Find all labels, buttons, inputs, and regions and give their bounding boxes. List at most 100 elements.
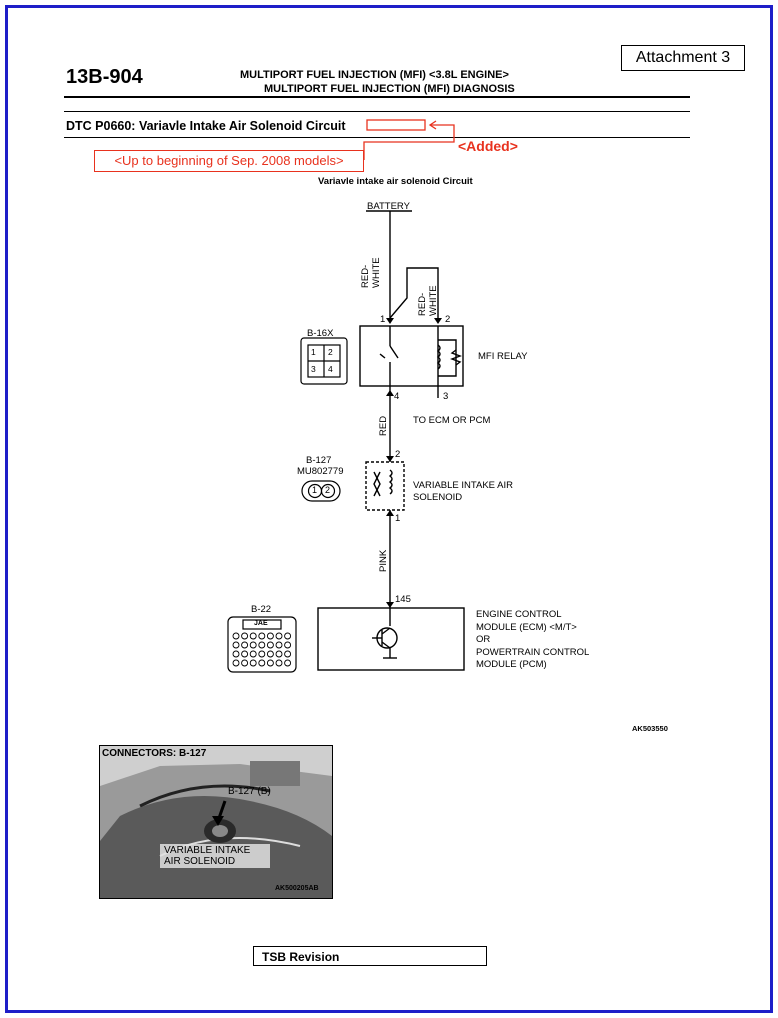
model-note: <Up to beginning of Sep. 2008 models>: [94, 150, 364, 172]
header-line-1: MULTIPORT FUEL INJECTION (MFI) <3.8L ENG…: [240, 69, 509, 81]
ecm-connector-pin: [258, 632, 266, 640]
solenoid-connector-graphic: [301, 480, 341, 502]
wire-relay-branch: [389, 267, 439, 319]
ecm-connector-graphic: [227, 616, 297, 673]
ecm-connector-pin: [275, 641, 283, 649]
relay-pin-2: 2: [445, 314, 451, 325]
connector-photo: CONNECTORS: B-127 B-127 (B) VARIABLE INT…: [99, 745, 333, 899]
ecm-pin-145: 145: [395, 594, 411, 605]
photo-part-label-2: AIR SOLENOID: [164, 856, 236, 867]
ecm-connector-pin: [275, 659, 283, 667]
ecm-box: [317, 607, 465, 671]
photo-figure-code: AK500205AB: [275, 885, 319, 892]
ecm-label-line-2: MODULE (ECM) <M/T>: [476, 621, 577, 633]
dtc-rule-top: [64, 111, 690, 112]
battery-label: BATTERY: [367, 201, 410, 212]
ecm-connector-pin: [249, 641, 257, 649]
photo-callout: B-127 (B): [228, 786, 271, 797]
relay-pin-1: 1: [380, 314, 386, 325]
photo-part-label-1: VARIABLE INTAKE: [164, 845, 251, 856]
connector-marks: [386, 318, 442, 608]
ecm-connector-pin: [266, 659, 274, 667]
ecm-connector-pin: [284, 650, 292, 658]
wire-label-red-3: RED: [378, 415, 389, 436]
wire-label-pink: PINK: [378, 549, 389, 572]
photo-part-label: VARIABLE INTAKE AIR SOLENOID: [164, 845, 250, 867]
wire-label-white-2: WHITE: [428, 285, 439, 316]
solenoid-connector-pin-1: 1: [312, 485, 318, 495]
ecm-label-line-1: ENGINE CONTROL: [476, 609, 562, 620]
ecm-connector-pin: [284, 632, 292, 640]
solenoid-connector-label: B-127: [306, 455, 332, 466]
relay-connector-label: B-16X: [307, 328, 334, 339]
ecm-connector-pins: [232, 632, 292, 667]
page-frame: [5, 5, 773, 1013]
relay-resistor: [450, 349, 462, 366]
solenoid-coil: [388, 469, 393, 495]
ecm-connector-pin: [266, 632, 274, 640]
dtc-rule-bottom: [64, 137, 690, 138]
relay-pin-4: 4: [394, 391, 400, 402]
tsb-revision-box: TSB Revision: [253, 946, 487, 966]
header-rule: [64, 96, 690, 98]
solenoid-part-number: MU802779: [297, 466, 344, 477]
ecm-connector-pin: [266, 650, 274, 658]
wire-label-red-2: RED-: [417, 292, 428, 316]
wire-label-white: WHITE: [371, 257, 382, 288]
callout-leader: [363, 124, 455, 160]
ecm-connector-pin: [275, 632, 283, 640]
dtc-title: DTC P0660: Variavle Intake Air Solenoid …: [66, 119, 346, 133]
added-label: <Added>: [458, 138, 518, 154]
ecm-connector-pin: [258, 641, 266, 649]
solenoid-connector-pin-2: 2: [325, 485, 331, 495]
photo-illustration: [100, 746, 332, 898]
ecm-connector-pin: [232, 659, 240, 667]
ecm-connector-pin: [232, 632, 240, 640]
ecm-connector-pin: [284, 641, 292, 649]
callout-arrowhead: [428, 120, 437, 130]
transistor-collector: [381, 627, 391, 635]
solenoid-diode: [373, 471, 381, 497]
transistor-emitter: [381, 641, 391, 649]
attachment-label: Attachment 3: [621, 45, 745, 71]
photo-heading: CONNECTORS: B-127: [102, 748, 207, 759]
ecm-connector-pin: [258, 659, 266, 667]
ecm-label-line-3: OR: [476, 634, 491, 646]
ecm-connector-label: B-22: [251, 604, 272, 615]
ecm-connector-pin: [284, 659, 292, 667]
ecm-connector-pin: [241, 641, 249, 649]
header-line-2: MULTIPORT FUEL INJECTION (MFI) DIAGNOSIS: [264, 83, 515, 95]
wire-label-red-white-2: RED- WHITE: [417, 285, 439, 316]
relay-connector-pin-2: 2: [328, 347, 333, 357]
solenoid-label-1: VARIABLE INTAKE AIR: [413, 480, 513, 491]
ecm-connector-pin: [241, 650, 249, 658]
solenoid-box: [365, 461, 405, 511]
ecm-connector-pin: [232, 650, 240, 658]
relay-pin-3: 3: [443, 391, 449, 402]
ecm-connector-pin: [249, 632, 257, 640]
relay-connector-pin-1: 1: [311, 347, 316, 357]
solenoid-pin-1: 1: [395, 513, 401, 524]
relay-label: MFI RELAY: [478, 351, 528, 362]
ecm-label-line-5: MODULE (PCM): [476, 659, 547, 671]
relay-connector-graphic: [300, 337, 348, 385]
ecm-connector-pin: [249, 659, 257, 667]
ecm-connector-pin: [275, 650, 283, 658]
revision-callout: [363, 119, 455, 160]
ecm-connector-brand: JAE: [254, 620, 268, 627]
ecm-connector-pin: [266, 641, 274, 649]
ecm-label-line-4: POWERTRAIN CONTROL: [476, 646, 590, 658]
wire-label-red-white-1: RED- WHITE: [360, 257, 382, 288]
mfi-relay-box: [359, 325, 464, 387]
ecm-label: ENGINE CONTROL MODULE (ECM) <M/T> OR POW…: [476, 609, 589, 672]
solenoid-label-2: SOLENOID: [413, 492, 463, 503]
to-ecm-label: TO ECM OR PCM: [413, 415, 491, 426]
ecm-connector-pin: [241, 659, 249, 667]
relay-switch-arm: [379, 353, 386, 359]
diagram-figure-code: AK503550: [632, 724, 668, 733]
ecm-connector-pin: [258, 650, 266, 658]
solenoid-pin-2: 2: [395, 449, 401, 460]
relay-coil: [436, 344, 441, 370]
relay-connector-pin-3: 3: [311, 364, 316, 374]
